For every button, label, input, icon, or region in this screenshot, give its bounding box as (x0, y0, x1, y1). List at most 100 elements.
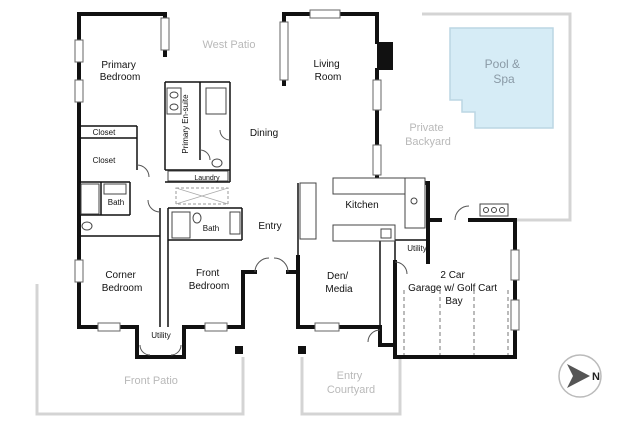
kitchen-counter-top (332, 177, 406, 195)
label-utility-bottom: Utility (151, 331, 171, 340)
door-arc (219, 129, 231, 141)
label-line: Pool & (485, 57, 520, 71)
label-den-media: Den/ Media (325, 271, 353, 295)
compass: N (558, 354, 602, 398)
door-arc (454, 205, 470, 221)
label-line: Bedroom (100, 72, 141, 83)
kitchen-counter-bottom (332, 224, 396, 242)
label-line: Entry (337, 370, 363, 382)
door-arc (139, 344, 151, 356)
laundry-counter (167, 170, 229, 182)
window (372, 79, 382, 111)
burner (499, 207, 505, 213)
sink (169, 91, 179, 99)
label-line: Bay (445, 296, 462, 307)
hall-closet-x (175, 187, 229, 205)
label-line: Garage w/ Golf Cart (408, 283, 497, 294)
label-front-patio: Front Patio (124, 375, 178, 387)
label-closet-bottom: Closet (93, 156, 116, 165)
label-line: 2 Car (440, 270, 465, 281)
label-bath-left: Bath (108, 198, 124, 207)
window (74, 79, 84, 103)
window (204, 322, 228, 332)
window (74, 259, 84, 283)
label-primary-bedroom: Primary Bedroom (100, 60, 141, 83)
window (309, 9, 341, 19)
door-arc (199, 149, 211, 161)
label-pool-spa: Pool & Spa (485, 57, 524, 86)
door-arc (136, 164, 150, 178)
bath-mid-toilet (192, 212, 202, 224)
interior-walls (79, 81, 428, 327)
label-garage: 2 Car Garage w/ Golf Cart Bay (408, 270, 500, 307)
label-line: Primary (101, 60, 135, 71)
label-living-room: Living Room (314, 59, 343, 83)
range (380, 228, 392, 239)
wall-north-bedroom (77, 12, 167, 57)
entry-post-left (235, 346, 243, 354)
label-line: Corner (105, 270, 136, 281)
wall-garage (393, 218, 517, 359)
pantry-shelves (299, 182, 317, 240)
window (97, 322, 121, 332)
window (510, 249, 520, 281)
kitchen-sink (410, 197, 418, 205)
door-arc (367, 329, 381, 343)
hall-closet-outline (175, 187, 229, 205)
label-utility-right: Utility (407, 244, 427, 253)
label-bath-mid: Bath (203, 224, 219, 233)
burner (483, 207, 489, 213)
window (314, 322, 340, 332)
bath-left-toilet (81, 221, 93, 231)
label-kitchen: Kitchen (345, 200, 378, 211)
label-line: Bedroom (102, 283, 143, 294)
bath-left-tub (80, 183, 100, 215)
pool (449, 27, 554, 129)
label-entry: Entry (258, 221, 281, 232)
compass-letter: N (592, 371, 600, 383)
exterior-outlines (35, 12, 572, 416)
label-entry-courtyard: Entry Courtyard (327, 370, 375, 396)
hall-closets (175, 187, 229, 205)
label-primary-ensuite: Primary En-suite (181, 94, 190, 154)
label-corner-bedroom: Corner Bedroom (102, 270, 143, 294)
wall-utility-bottom (135, 325, 186, 359)
entry-courtyard-outline (300, 357, 402, 416)
door-arc (170, 344, 182, 356)
window (510, 299, 520, 331)
window (279, 21, 289, 81)
ensuite-toilet (211, 158, 223, 168)
label-west-patio: West Patio (203, 39, 256, 51)
label-line: Bedroom (189, 281, 230, 292)
label-line: Media (325, 284, 353, 295)
windows (74, 9, 520, 332)
label-closet-top: Closet (93, 128, 116, 137)
door-arc (273, 257, 289, 273)
door-arc (254, 257, 270, 273)
label-front-bedroom: Front Bedroom (189, 268, 230, 292)
label-line: Living (314, 59, 340, 70)
bath-fixtures (80, 87, 241, 239)
front-patio-outline (35, 284, 245, 416)
label-dining: Dining (250, 128, 278, 139)
window (74, 39, 84, 63)
bath-mid-sink (229, 211, 241, 235)
window (372, 144, 382, 176)
garage-doors (403, 290, 509, 355)
label-line: Room (315, 72, 342, 83)
label-private-backyard: Private Backyard (405, 122, 451, 148)
doors (136, 129, 470, 356)
label-line: Backyard (405, 136, 451, 148)
compass-arrow-icon (567, 364, 590, 388)
label-line: Private (409, 122, 443, 134)
label-laundry: Laundry (194, 175, 220, 182)
kitchen-fixtures (299, 177, 509, 242)
label-line: Courtyard (327, 384, 375, 396)
door-arc (147, 199, 161, 213)
backyard-outline (422, 12, 572, 222)
label-line: Den/ (327, 271, 348, 282)
sink (169, 103, 179, 111)
fireplace (377, 42, 393, 70)
burner (491, 207, 497, 213)
